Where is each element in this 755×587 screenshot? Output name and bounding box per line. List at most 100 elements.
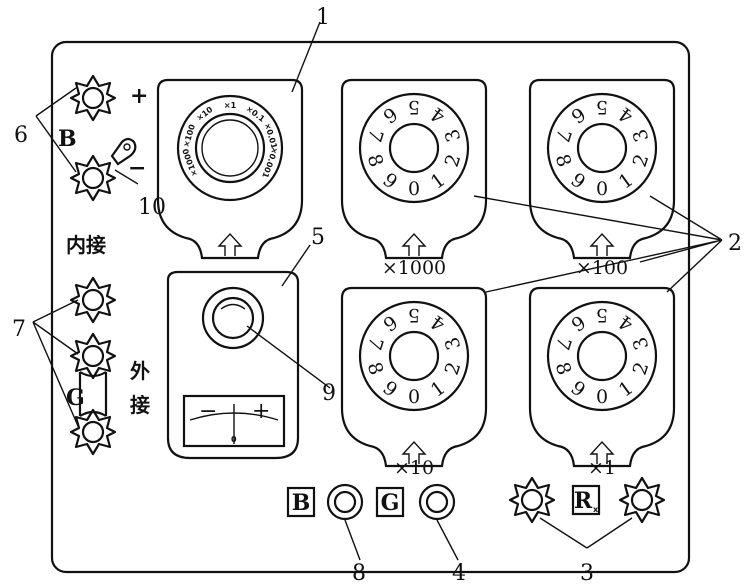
- battery-button-outer: [326, 483, 364, 521]
- callout-10: 10: [138, 195, 166, 220]
- dial-digit: 2: [629, 152, 654, 170]
- dial-digit: 4: [427, 310, 450, 335]
- dial-digit: 1: [427, 169, 450, 194]
- dial-digit: 6: [567, 310, 590, 335]
- dial-digit: 2: [441, 152, 466, 170]
- shorting-link[interactable]: [78, 371, 108, 417]
- meter-window: [182, 394, 286, 448]
- external-label-1: 外: [130, 359, 150, 383]
- dial-digit: 4: [427, 102, 450, 127]
- internal-label: 内接: [66, 233, 106, 257]
- dial-digit: 1: [615, 377, 638, 402]
- dial-digit: 6: [379, 310, 402, 335]
- dial-digit: 6: [379, 102, 402, 127]
- dial-digit: 5: [596, 304, 608, 326]
- callout-lines: [32, 21, 723, 561]
- dial-multiplier-x1000: ×1000: [382, 257, 446, 279]
- dial-knob[interactable]: [576, 330, 628, 382]
- dial-digit: 0: [596, 178, 608, 200]
- dial-digit: 7: [551, 334, 576, 352]
- battery-label: B: [58, 126, 77, 152]
- dial-multiplier-x100: ×100: [576, 257, 628, 279]
- callout-5: 5: [311, 225, 325, 250]
- dial-digit: 2: [441, 360, 466, 378]
- rx-label-box: [571, 484, 601, 516]
- dial-digit: 8: [551, 152, 576, 170]
- dial-digit: 2: [629, 360, 654, 378]
- galvanometer-external-terminal-2[interactable]: [69, 408, 117, 456]
- dial-knob[interactable]: [388, 122, 440, 174]
- dial-multiplier-x10: ×10: [394, 457, 434, 479]
- dial-ring: [546, 92, 658, 204]
- dial-digit: 9: [567, 169, 590, 194]
- callout-4: 4: [452, 561, 466, 586]
- battery-plus-terminal[interactable]: [69, 74, 117, 122]
- zero-adjust-outer: [201, 286, 265, 350]
- zero-adjust-knob[interactable]: [211, 296, 255, 340]
- dial-digit: 8: [363, 152, 388, 170]
- dial-digit: 4: [615, 310, 638, 335]
- dial-digit: 5: [596, 96, 608, 118]
- dial-ring: [358, 300, 470, 412]
- dial-digit: 8: [551, 360, 576, 378]
- dial-digit: 1: [615, 169, 638, 194]
- battery-button[interactable]: [333, 490, 357, 514]
- ratio-arm-dial[interactable]: ×1000×100×10×1×0.1×0.01×0.001: [156, 78, 304, 260]
- galvanometer-external-terminal-1[interactable]: [69, 332, 117, 380]
- battery-plus-sign: +: [130, 83, 148, 109]
- dial-digit: 3: [629, 126, 654, 144]
- rx-terminal-right[interactable]: [618, 476, 666, 524]
- callout-1: 1: [316, 5, 330, 30]
- dial-digit: 4: [615, 102, 638, 127]
- dial-digit: 5: [408, 304, 420, 326]
- dial-digit: 9: [379, 377, 402, 402]
- dial-digit: 9: [379, 169, 402, 194]
- callout-2: 2: [728, 231, 742, 256]
- callout-3: 3: [580, 561, 594, 586]
- dial-digit: 5: [408, 96, 420, 118]
- galvanometer-g-label: G: [66, 385, 85, 411]
- dial-digit: 0: [596, 386, 608, 408]
- callout-8: 8: [352, 561, 366, 586]
- dial-knob[interactable]: [576, 122, 628, 174]
- dial-digit: 7: [551, 126, 576, 144]
- callout-9: 9: [322, 381, 336, 406]
- callout-7: 7: [12, 317, 26, 342]
- battery-minus-sign: −: [128, 155, 146, 181]
- panel-frame: [50, 40, 691, 574]
- dial-digit: 8: [363, 360, 388, 378]
- dial-digit: 6: [567, 102, 590, 127]
- dial-digit: 1: [427, 377, 450, 402]
- dial-ring: [358, 92, 470, 204]
- galvanometer-box: − + 0: [166, 270, 300, 460]
- ratio-label: ×1: [224, 101, 237, 110]
- dial-knob[interactable]: [388, 330, 440, 382]
- meter-minus: −: [199, 399, 217, 424]
- dial-digit: 3: [441, 126, 466, 144]
- dial-multiplier-x1: ×1: [588, 457, 616, 479]
- shorting-tab[interactable]: [110, 137, 137, 166]
- dial-digit: 7: [363, 334, 388, 352]
- external-label-2: 接: [130, 393, 150, 417]
- dial-ring: [546, 300, 658, 412]
- dial-digit: 0: [408, 386, 420, 408]
- battery-minus-terminal[interactable]: [69, 154, 117, 202]
- shorting-tab-hole: [123, 143, 131, 151]
- rx-terminal-left[interactable]: [508, 476, 556, 524]
- dial-digit: 9: [567, 377, 590, 402]
- battery-button-box: [286, 486, 316, 518]
- dial-digit: 0: [408, 178, 420, 200]
- dial-digit: 7: [363, 126, 388, 144]
- dial-digit: 3: [441, 334, 466, 352]
- galvanometer-button-label: G: [381, 490, 400, 516]
- callout-6: 6: [14, 123, 28, 148]
- galvanometer-button-outer: [418, 483, 456, 521]
- battery-button-label: B: [292, 490, 311, 516]
- rx-label: R: [574, 488, 593, 514]
- galvanometer-button[interactable]: [425, 490, 449, 514]
